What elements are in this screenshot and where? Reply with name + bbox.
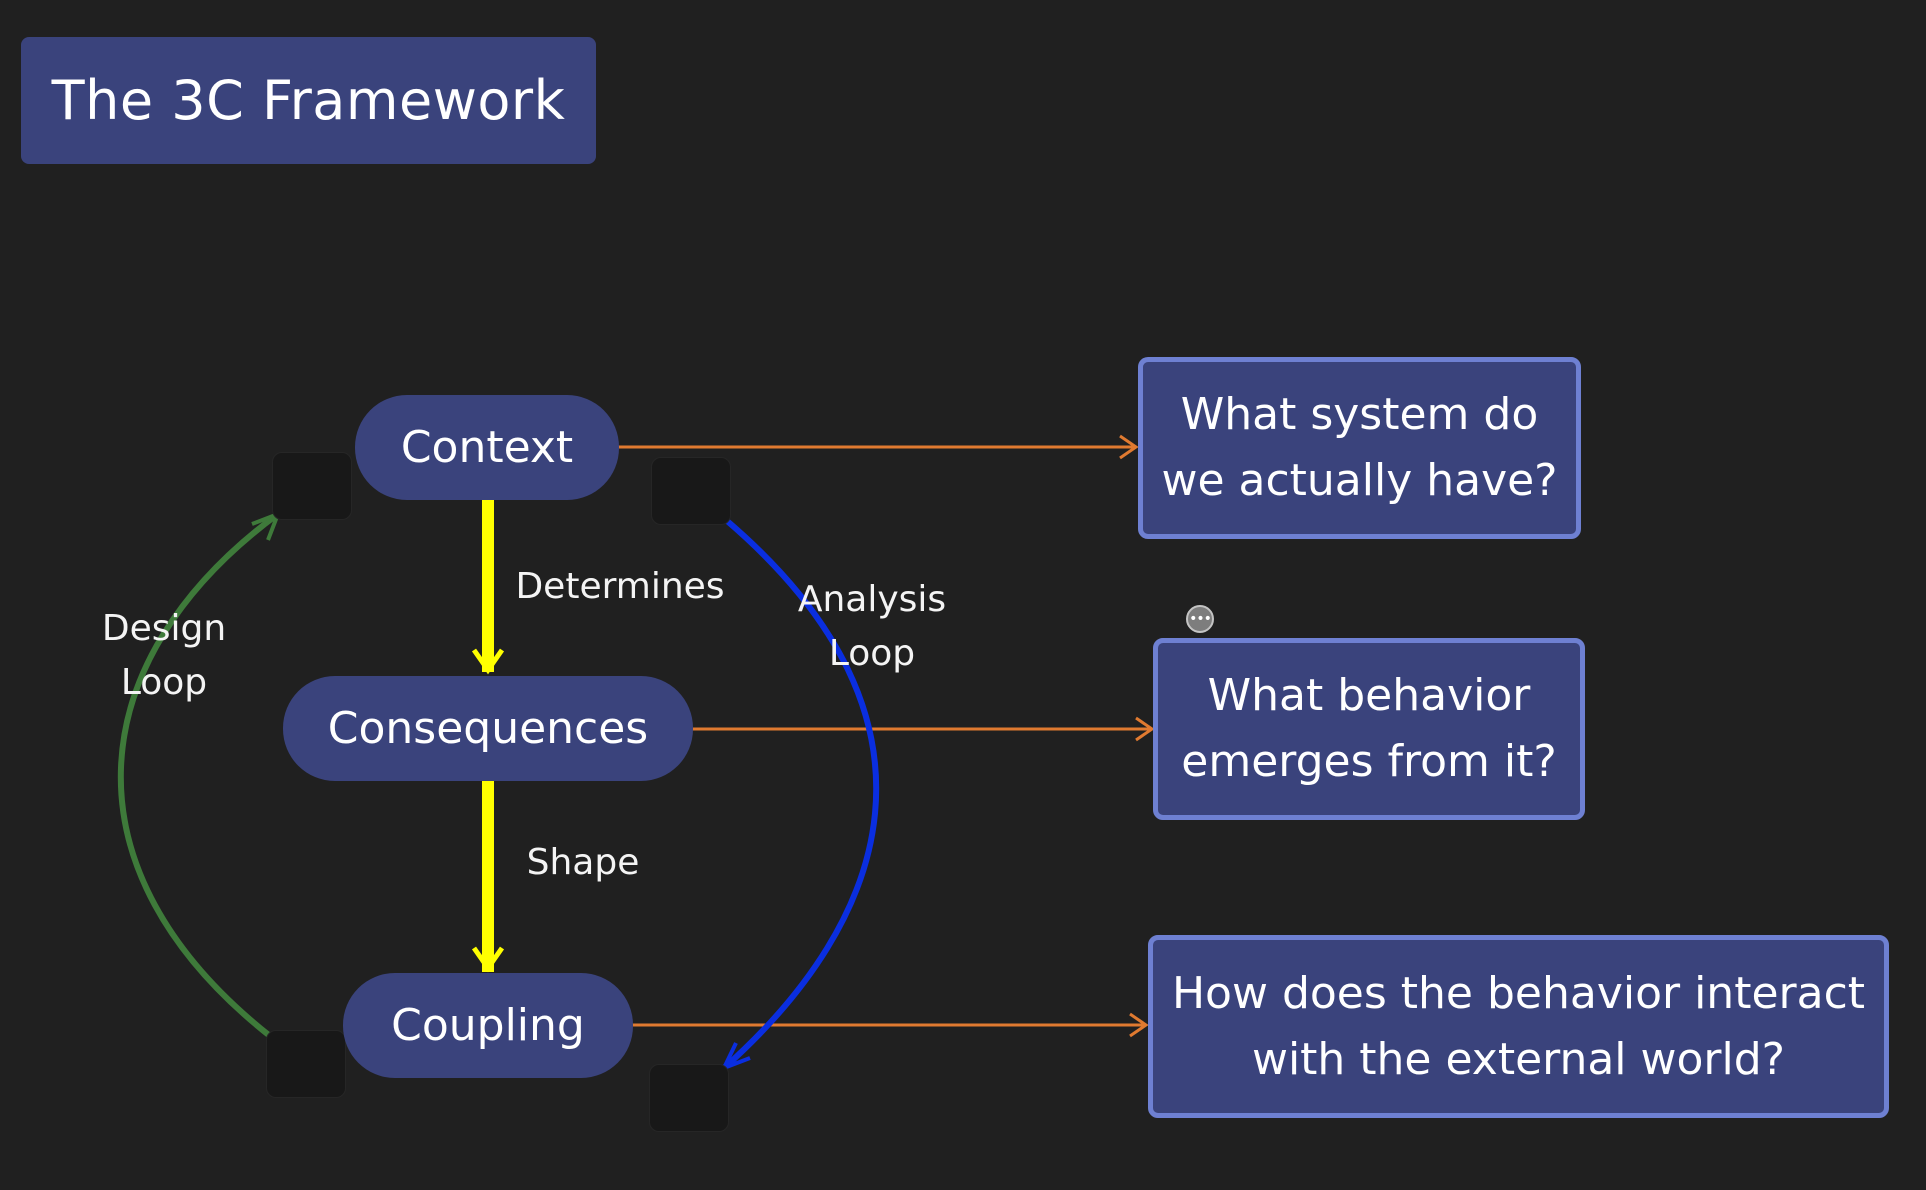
loop-handle-top-left[interactable] [272, 452, 352, 520]
loop-handle-bottom-left[interactable] [266, 1030, 346, 1098]
connector-coupling-q3 [632, 1012, 1149, 1038]
connector-context-q1 [618, 434, 1139, 460]
node-consequences[interactable]: Consequences [283, 676, 693, 781]
label-analysis-loop: Analysis Loop [797, 579, 947, 674]
diagram-title[interactable]: The 3C Framework [21, 37, 596, 164]
loop-handle-top-right[interactable] [651, 457, 731, 525]
question-system[interactable]: What system do we actually have? [1138, 357, 1581, 539]
loop-handle-bottom-right[interactable] [649, 1064, 729, 1132]
node-context[interactable]: Context [355, 395, 619, 500]
label-design-loop: Design Loop [101, 608, 227, 703]
label-determines: Determines [515, 566, 725, 607]
arrow-determines [471, 500, 505, 675]
question-interaction[interactable]: How does the behavior interact with the … [1148, 935, 1889, 1118]
node-coupling[interactable]: Coupling [343, 973, 633, 1078]
design-loop-arrow [117, 510, 282, 1039]
more-options-icon[interactable]: ••• [1186, 605, 1214, 633]
question-behavior[interactable]: What behavior emerges from it? [1153, 638, 1585, 820]
arrow-shape [471, 781, 505, 973]
label-shape: Shape [526, 842, 640, 883]
connector-consequences-q2 [692, 716, 1155, 742]
